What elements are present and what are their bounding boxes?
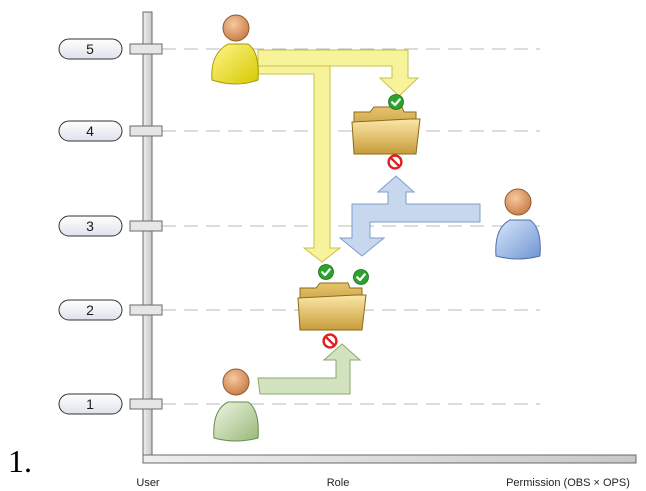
green-arrow-up xyxy=(257,343,362,395)
level-label-3: 3 xyxy=(86,218,94,234)
no-entry-icon xyxy=(322,333,338,349)
axis-label-permission: Permission (OBS × OPS) xyxy=(506,477,630,489)
check-icon xyxy=(353,269,369,285)
vertical-axis xyxy=(142,11,153,461)
level-pill-3: 3 xyxy=(58,215,123,237)
level-pill-5: 5 xyxy=(58,38,123,60)
axis-label-role: Role xyxy=(327,477,350,489)
level-label-4: 4 xyxy=(86,123,94,139)
gridlines xyxy=(162,48,540,405)
level-label-5: 5 xyxy=(86,41,94,57)
level-pill-2: 2 xyxy=(58,299,123,321)
person-icon-yellow xyxy=(211,14,259,85)
axis-label-user: User xyxy=(136,477,160,489)
no-entry-icon xyxy=(387,154,403,170)
person-icon-green xyxy=(213,368,259,442)
tick-5 xyxy=(129,43,163,55)
check-icon xyxy=(388,94,404,110)
tick-3 xyxy=(129,220,163,232)
tick-4 xyxy=(129,125,163,137)
folder-icon xyxy=(297,282,367,331)
level-pill-1: 1 xyxy=(58,393,123,415)
list-number: 1. xyxy=(8,443,32,479)
level-label-2: 2 xyxy=(86,302,94,318)
horizontal-axis xyxy=(142,454,637,464)
yellow-arrow-to-level-2 xyxy=(257,57,342,263)
tick-2 xyxy=(129,304,163,316)
check-icon xyxy=(318,264,334,280)
level-ticks xyxy=(129,43,163,410)
person-icon-blue xyxy=(495,188,541,260)
level-pill-4: 4 xyxy=(58,120,123,142)
tick-1 xyxy=(129,398,163,410)
blue-arrow-up xyxy=(338,175,481,257)
folder-icon xyxy=(351,106,421,155)
level-label-1: 1 xyxy=(86,396,94,412)
